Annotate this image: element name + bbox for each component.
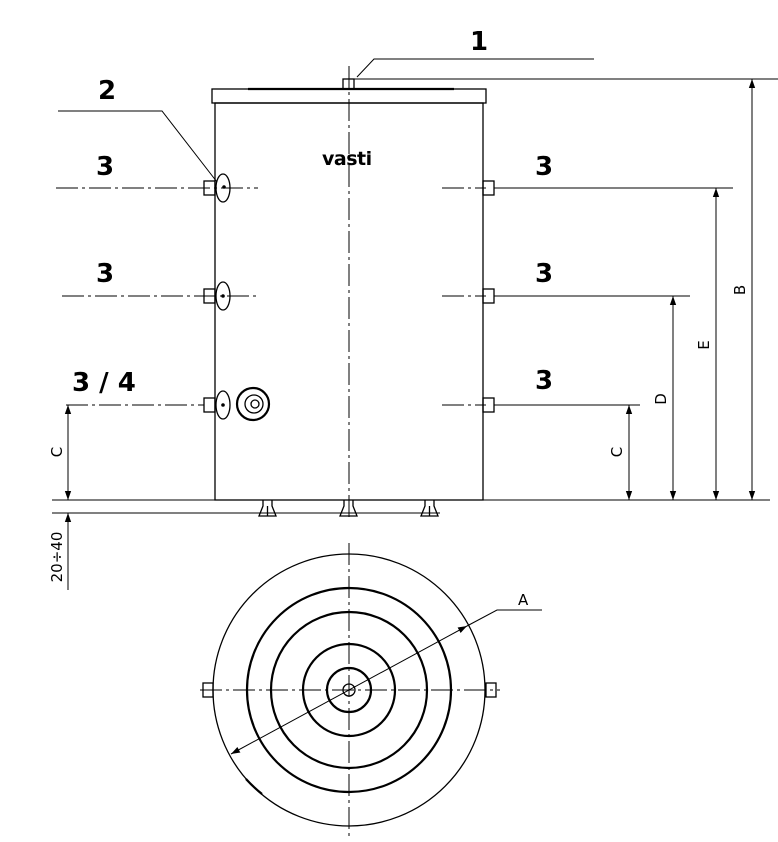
feet <box>258 500 439 517</box>
dim-c-right-label: C <box>608 447 626 457</box>
top-view <box>200 543 542 838</box>
callout-3-right-bot: 3 <box>535 366 553 396</box>
callout-3-left-mid: 3 <box>96 259 114 289</box>
callout-1: 1 <box>470 27 488 57</box>
dim-b-label: B <box>731 285 749 295</box>
callout-3-right-mid: 3 <box>535 259 553 289</box>
dim-e-label: E <box>695 340 713 349</box>
callout-3-4-left-bot: 3 / 4 <box>72 368 136 398</box>
left-connections <box>203 173 271 422</box>
dim-feet-range-label: 20÷40 <box>48 532 66 583</box>
callout-2: 2 <box>98 76 116 106</box>
dim-a-label: A <box>518 591 529 609</box>
callout-3-left-top: 3 <box>96 152 114 182</box>
dim-d-label: D <box>652 393 670 405</box>
flange-4 <box>235 386 271 422</box>
dimension-lines <box>64 79 756 590</box>
front-view: vasti <box>52 58 778 520</box>
brand-logo: vasti <box>322 148 372 170</box>
callout-3-right-top: 3 <box>535 152 553 182</box>
dim-c-left-label: C <box>48 447 66 457</box>
